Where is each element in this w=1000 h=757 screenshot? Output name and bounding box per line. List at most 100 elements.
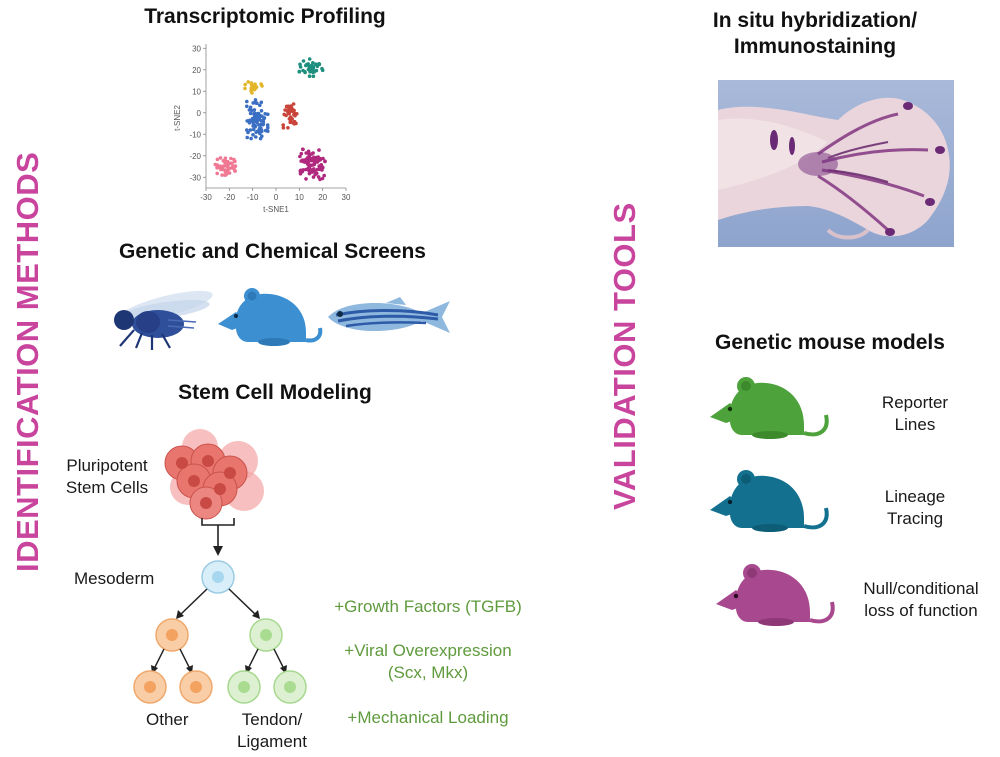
in-situ-heading: In situ hybridization/ Immunostaining (712, 9, 918, 58)
tsne-point (215, 171, 219, 176)
tsne-point (299, 159, 303, 163)
fly-icon (114, 290, 213, 350)
tsne-point (266, 129, 270, 133)
null-mouse-icon (716, 564, 835, 626)
tsne-point (317, 148, 321, 152)
tsne-point (246, 80, 250, 84)
tsne-point (223, 156, 228, 160)
tsne-y-tick-label: 0 (197, 109, 202, 118)
tsne-x-tick-label: -20 (224, 193, 236, 202)
tsne-point (303, 70, 307, 74)
tsne-point (301, 59, 306, 63)
lineage-tracing-label: Lineage Tracing (884, 487, 946, 528)
tsne-point (286, 111, 291, 116)
tsne-x-tick-label: 20 (318, 193, 327, 202)
tsne-point (230, 161, 234, 166)
tsne-point (298, 62, 302, 67)
tsne-x-tick-label: 30 (342, 193, 351, 202)
tsne-xlabel: t-SNE1 (263, 205, 289, 214)
tsne-point (243, 86, 247, 91)
mouse-icon (218, 288, 323, 346)
tsne-point (233, 169, 237, 173)
tsne-point (247, 108, 252, 112)
tsne-point (314, 159, 318, 164)
tsne-point (224, 172, 228, 177)
tsne-y-tick-label: -20 (189, 152, 201, 161)
tsne-point (258, 136, 263, 141)
tsne-point (307, 154, 312, 158)
tsne-point (251, 127, 256, 132)
condition-growth-factors: +Growth Factors (TGFB) (334, 597, 522, 616)
tsne-point (229, 156, 233, 161)
in-situ-image (718, 80, 954, 247)
tendon-label: Tendon/ Ligament (237, 710, 307, 751)
tsne-point (215, 157, 220, 162)
tsne-point (292, 119, 297, 124)
tsne-point (307, 74, 312, 78)
tsne-point (249, 136, 253, 141)
transcriptomic-heading: Transcriptomic Profiling (144, 5, 386, 28)
tsne-point (290, 117, 294, 121)
tsne-point (286, 104, 290, 109)
mesoderm-label: Mesoderm (74, 569, 155, 588)
tsne-points (213, 57, 327, 182)
tsne-point (322, 173, 326, 178)
tsne-point (245, 104, 249, 109)
condition-viral-overexpression: +Viral Overexpression (Scx, Mkx) (344, 641, 512, 682)
tsne-point (213, 162, 218, 167)
validation-tools-label: VALIDATION TOOLS (607, 202, 642, 510)
tsne-y-tick-label: -30 (189, 173, 201, 182)
tsne-point (254, 135, 258, 139)
pluripotent-label: Pluripotent Stem Cells (65, 456, 149, 497)
null-conditional-label: Null/conditional loss of function (863, 579, 979, 620)
tsne-point (223, 159, 228, 164)
tsne-point (307, 166, 312, 170)
tendon-progenitor-cell (249, 618, 283, 652)
tsne-y-tick-label: 30 (192, 44, 201, 53)
tsne-point (263, 112, 267, 116)
tsne-point (258, 103, 262, 108)
tsne-point (298, 169, 303, 173)
tsne-point (316, 175, 321, 179)
tsne-point (289, 104, 293, 108)
tsne-point (307, 57, 312, 61)
tsne-point (245, 128, 249, 132)
tsne-point (220, 167, 225, 172)
identification-methods-label: IDENTIFICATION METHODS (10, 151, 45, 572)
tsne-point (254, 114, 259, 119)
tsne-point (258, 123, 262, 127)
tsne-point (248, 111, 253, 116)
tsne-point (312, 69, 317, 74)
tsne-point (217, 166, 222, 170)
pluripotent-cell-cluster (164, 429, 264, 520)
reporter-mouse-icon (710, 377, 829, 439)
tsne-point (259, 118, 263, 123)
tsne-point (323, 159, 327, 164)
tsne-point (301, 147, 305, 152)
screens-heading: Genetic and Chemical Screens (119, 240, 426, 263)
tsne-point (292, 112, 296, 117)
tsne-point (259, 100, 264, 105)
tsne-point (314, 62, 318, 67)
tsne-point (313, 172, 317, 177)
tsne-point (253, 124, 257, 129)
tsne-x-tick-label: -30 (200, 193, 212, 202)
tsne-point (298, 171, 303, 176)
tsne-point (257, 115, 262, 120)
tsne-point (308, 163, 312, 167)
tsne-point (307, 66, 312, 71)
tsne-point (289, 107, 294, 112)
tsne-x-tick-label: 10 (295, 193, 304, 202)
stem-cell-heading: Stem Cell Modeling (178, 381, 372, 404)
tsne-point (299, 151, 304, 156)
tsne-point (259, 82, 263, 86)
tsne-point (247, 118, 252, 123)
tsne-x-tick-label: -10 (247, 193, 259, 202)
tsne-point (298, 154, 302, 159)
reporter-lines-label: Reporter Lines (881, 393, 949, 434)
mesoderm-cell (201, 560, 235, 594)
tsne-point (266, 125, 270, 130)
tsne-point (304, 177, 308, 181)
